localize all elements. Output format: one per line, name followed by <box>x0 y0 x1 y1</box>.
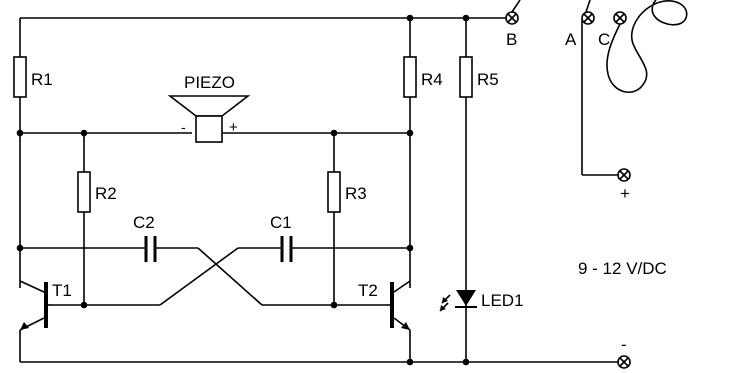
terminal-a: A <box>565 11 595 49</box>
resistor-r5: R5 <box>459 56 499 98</box>
terminal-icon <box>613 11 627 25</box>
label-b: B <box>506 30 517 49</box>
label-r5: R5 <box>477 70 499 89</box>
resistor-icon <box>403 56 417 98</box>
terminal-icon <box>617 355 631 369</box>
label-c2: C2 <box>133 213 155 232</box>
resistor-icon <box>77 171 91 213</box>
terminal-plus: + <box>617 168 631 203</box>
label-supply-plus: + <box>620 184 630 203</box>
led-icon <box>455 290 477 308</box>
label-t2: T2 <box>358 281 378 300</box>
label-r4: R4 <box>421 70 443 89</box>
label-piezo-minus: - <box>181 119 186 135</box>
supply-voltage-label: 9 - 12 V/DC <box>578 259 667 278</box>
terminal-icon <box>581 11 595 25</box>
npn-transistor-icon <box>386 280 411 331</box>
label-r2: R2 <box>95 184 117 203</box>
label-r3: R3 <box>345 184 367 203</box>
label-piezo: PIEZO <box>184 73 235 92</box>
capacitor-icon <box>144 236 157 262</box>
label-a: A <box>565 30 577 49</box>
label-supply-minus: - <box>621 335 627 354</box>
terminal-icon <box>505 11 519 25</box>
resistor-r4: R4 <box>403 56 443 98</box>
resistor-icon <box>459 56 473 98</box>
label-piezo-plus: + <box>229 119 238 136</box>
piezo-speaker: PIEZO - + <box>167 73 251 143</box>
resistor-icon <box>13 56 27 98</box>
wires <box>19 0 618 363</box>
terminal-c: C <box>598 11 627 49</box>
speaker-icon <box>167 95 251 143</box>
capacitor-c1: C1 <box>270 213 293 262</box>
label-t1: T1 <box>52 281 72 300</box>
label-r1: R1 <box>31 70 53 89</box>
trigger-wire-loop <box>606 0 688 94</box>
resistor-r2: R2 <box>77 171 117 213</box>
resistor-icon <box>327 171 341 213</box>
junction-dots <box>16 14 470 366</box>
led-led1: LED1 <box>439 290 524 312</box>
label-led1: LED1 <box>481 291 524 310</box>
terminal-b: B <box>505 11 519 49</box>
resistor-r1: R1 <box>13 56 53 98</box>
terminal-icon <box>617 168 631 182</box>
npn-transistor-icon <box>19 280 52 331</box>
transistor-t1: T1 <box>19 280 72 331</box>
label-c1: C1 <box>270 213 292 232</box>
capacitor-c2: C2 <box>133 213 157 262</box>
capacitor-icon <box>280 236 293 262</box>
label-c: C <box>598 30 610 49</box>
transistor-t2: T2 <box>358 280 411 331</box>
terminal-minus: - <box>617 335 631 369</box>
light-emission-icon <box>439 294 451 312</box>
resistor-r3: R3 <box>327 171 367 213</box>
